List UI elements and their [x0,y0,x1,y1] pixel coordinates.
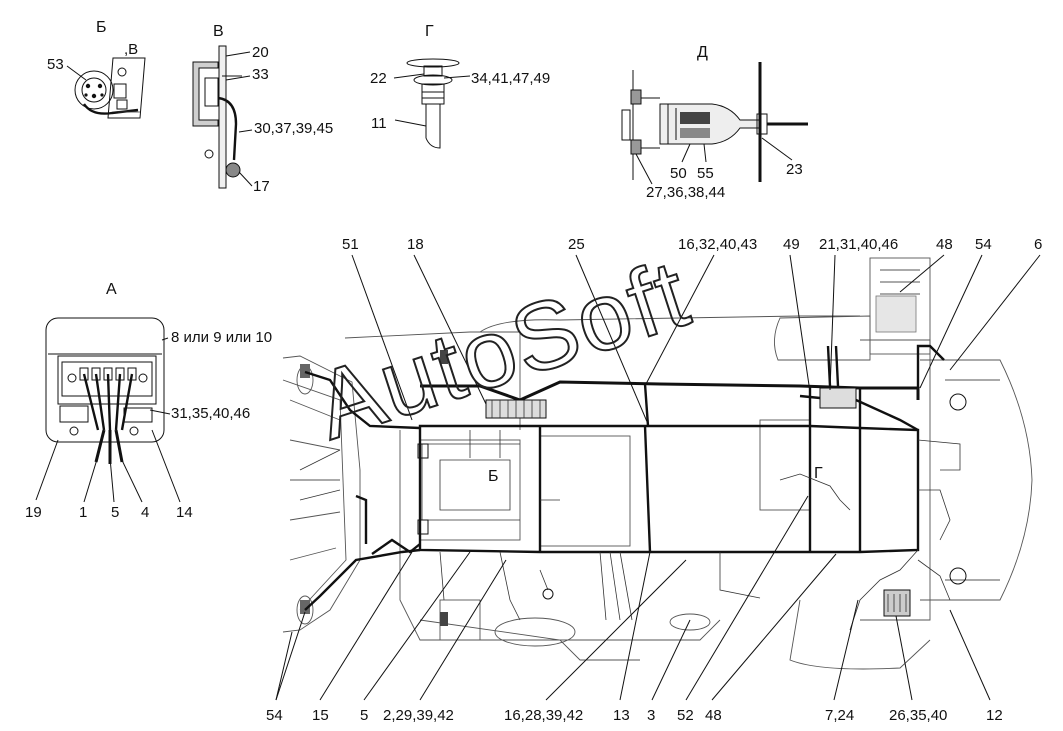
label-25: 25 [568,236,585,253]
label-19: 19 [25,504,42,521]
label-6: 6 [1034,236,1042,253]
label-33: 33 [252,66,269,83]
view-b-callout: Б [488,468,499,485]
label-52: 52 [677,707,694,724]
label-48-top: 48 [936,236,953,253]
label-5: 5 [360,707,368,724]
label-2-29-39-42: 2,29,39,42 [383,707,454,724]
detail-a: А 8 или 9 или 10 31,35,40,46 19 1 5 4 14 [25,281,272,521]
detail-g: Г 22 34,41,47,49 11 [370,23,550,149]
label-18: 18 [407,236,424,253]
label-54-bottom: 54 [266,707,283,724]
label-26-35-40: 26,35,40 [889,707,947,724]
label-54-top: 54 [975,236,992,253]
label-3: 3 [647,707,655,724]
label-5-detail: 5 [111,504,119,521]
view-v-title: В [213,23,224,40]
label-21-31-40-46: 21,31,40,46 [819,236,898,253]
label-1: 1 [79,504,87,521]
label-30-37-39-45: 30,37,39,45 [254,120,333,137]
detail-b: Б ,В 53 [47,19,146,119]
label-31-35-40-46: 31,35,40,46 [171,405,250,422]
label-50: 50 [670,165,687,182]
label-16-28-39-42: 16,28,39,42 [504,707,583,724]
label-27-36-38-44: 27,36,38,44 [646,184,725,201]
label-53: 53 [47,56,64,73]
label-34-41-47-49: 34,41,47,49 [471,70,550,87]
top-labels: 51 18 25 16,32,40,43 49 21,31,40,46 48 5… [342,236,1042,425]
view-d-title: Д [697,44,708,61]
chassis-outline [282,257,1033,670]
view-g-title: Г [425,23,434,40]
label-4: 4 [141,504,149,521]
label-16-32-40-43: 16,32,40,43 [678,236,757,253]
label-17: 17 [253,178,270,195]
label-20: 20 [252,44,269,61]
detail-v: В 20 33 30,37,39,45 17 [192,23,333,195]
view-g-callout: Г [814,465,823,482]
view-b-title: Б [96,19,107,36]
bottom-labels: 54 15 5 2,29,39,42 16,28,39,42 13 3 52 4… [266,495,1003,724]
label-7-24: 7,24 [825,707,854,724]
label-23: 23 [786,161,803,178]
label-15: 15 [312,707,329,724]
label-22: 22 [370,70,387,87]
view-b-ref: ,В [124,41,138,58]
detail-d: Д 50 55 23 27,36,38,44 [621,44,808,201]
label-49: 49 [783,236,800,253]
label-8-or-9-or-10: 8 или 9 или 10 [171,329,272,346]
view-a-title: А [106,281,117,298]
label-48-bottom: 48 [705,707,722,724]
label-12: 12 [986,707,1003,724]
label-11: 11 [371,115,387,132]
wiring-harness [299,344,961,631]
label-55: 55 [697,165,714,182]
label-13: 13 [613,707,630,724]
label-14: 14 [176,504,193,521]
label-51: 51 [342,236,359,253]
